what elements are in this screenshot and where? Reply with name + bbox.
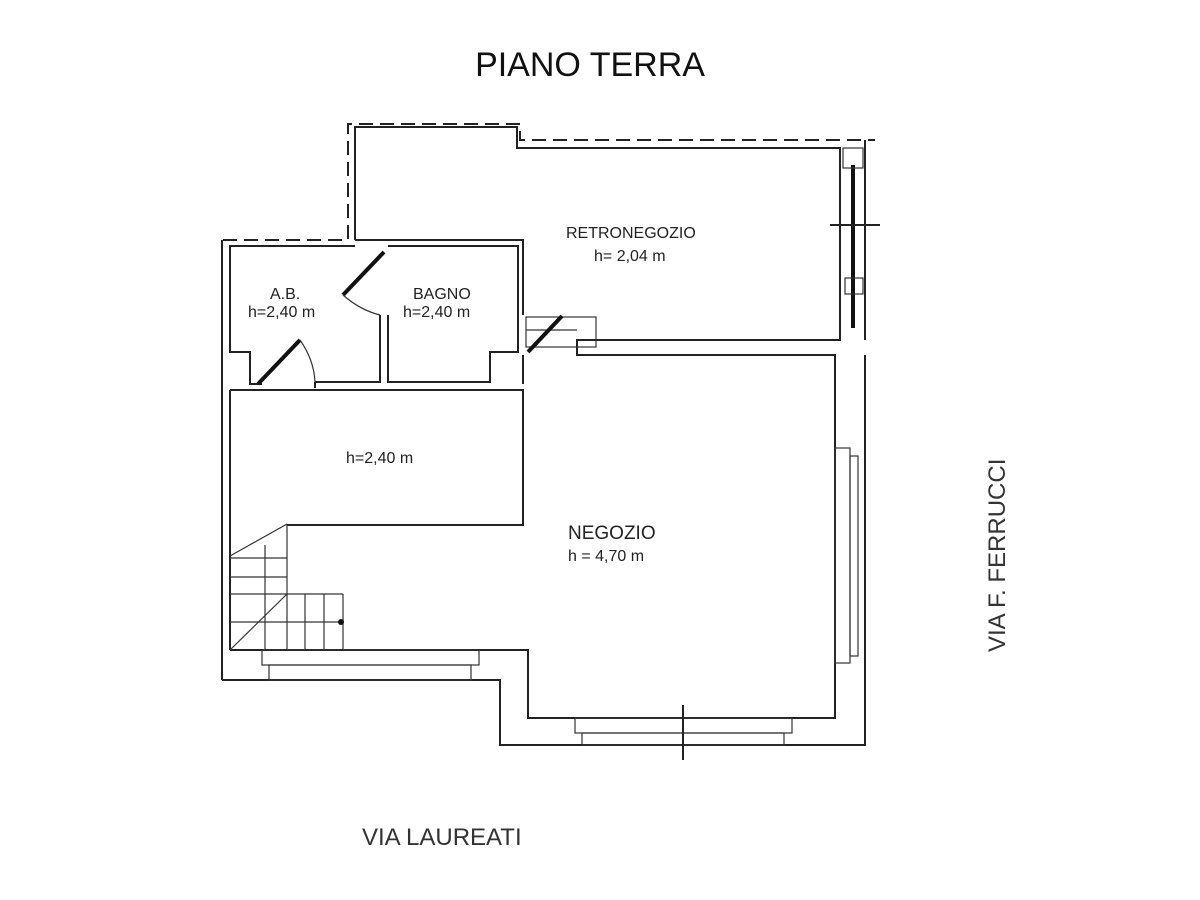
window-bottom-left <box>261 649 480 681</box>
door-entry <box>256 338 302 386</box>
street-label-bottom: VIA LAUREATI <box>362 824 522 851</box>
room-height-corridor: h=2,40 m <box>346 450 414 467</box>
staircase <box>229 523 344 651</box>
window-bottom <box>574 705 793 760</box>
room-height-ab: h=2,40 m <box>248 304 316 321</box>
room-height-bagno: h=2,40 m <box>403 304 471 321</box>
door-ab <box>341 250 386 297</box>
room-name-ab: A.B. <box>270 286 301 303</box>
ab-room-wall <box>229 245 355 385</box>
corridor-wall <box>230 389 524 526</box>
bagno-room-wall <box>387 245 519 383</box>
property-boundary <box>221 123 875 680</box>
room-name-bagno: BAGNO <box>413 286 471 303</box>
window-right <box>834 447 859 664</box>
room-name-negozio: NEGOZIO <box>568 523 656 544</box>
room-name-retronegozio: RETRONEGOZIO <box>566 225 696 242</box>
street-label-right: VIA F. FERRUCCI <box>984 458 1011 652</box>
outer-wall-external <box>222 355 866 746</box>
outer-wall <box>230 126 841 719</box>
room-height-retronegozio: h= 2,04 m <box>594 248 666 265</box>
window-retro <box>830 147 880 328</box>
plan-title: PIANO TERRA <box>475 46 705 84</box>
room-height-negozio: h = 4,70 m <box>568 548 645 565</box>
